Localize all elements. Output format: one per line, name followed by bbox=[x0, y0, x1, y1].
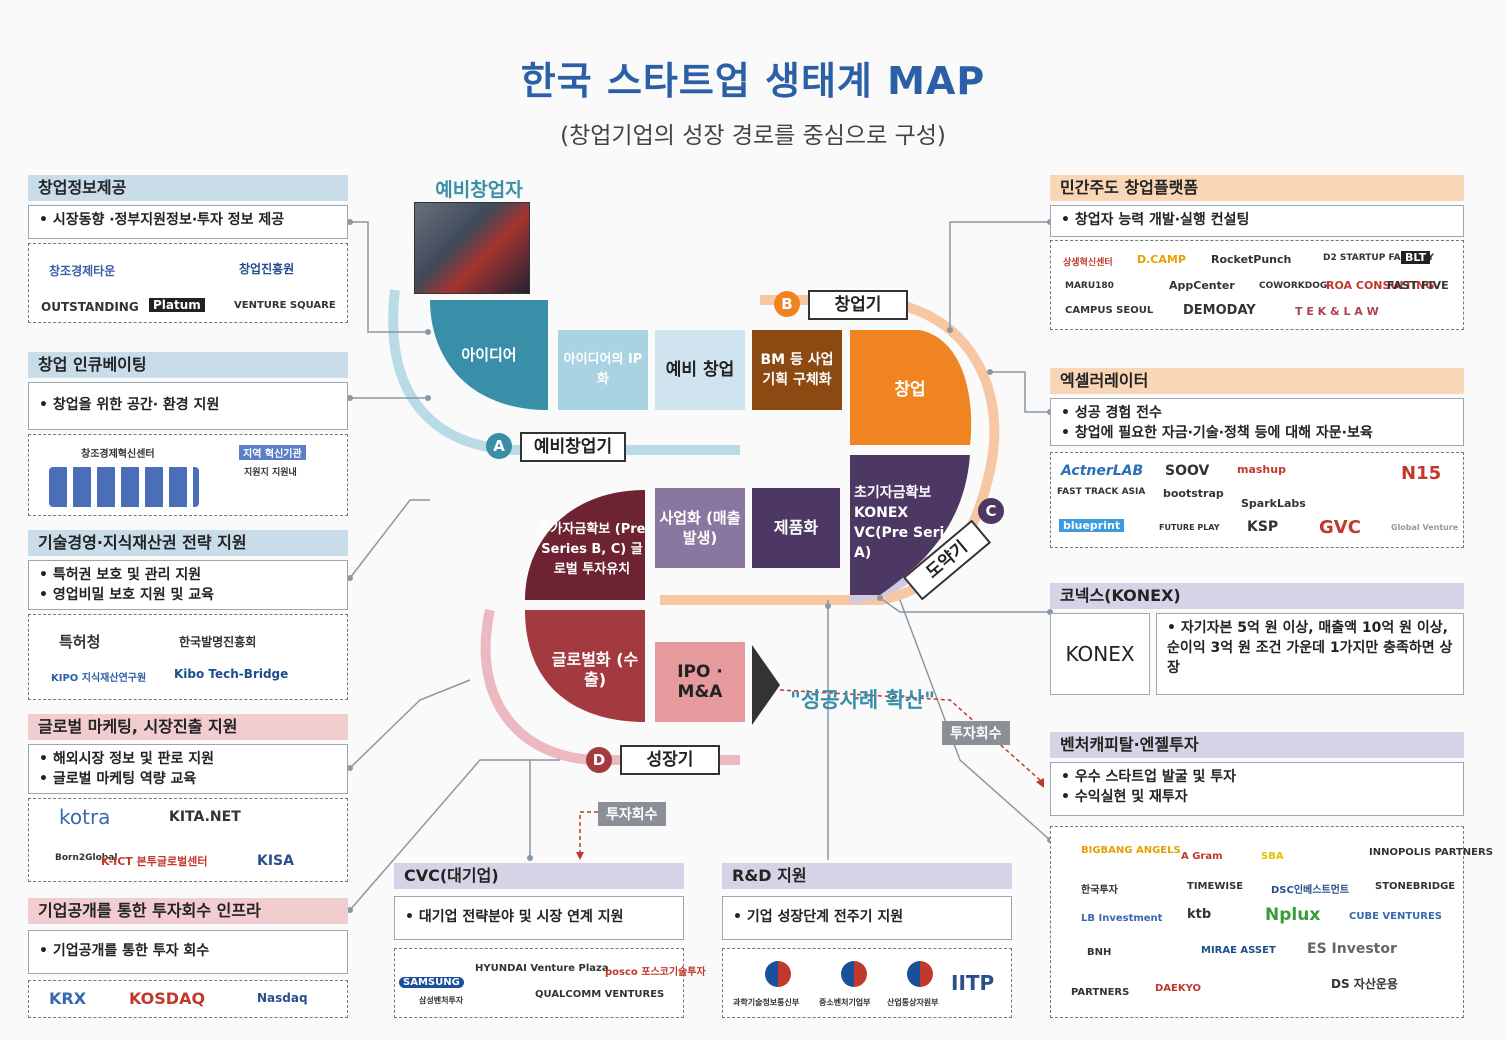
panel-rnd-head: R&D 지원 bbox=[722, 863, 1012, 889]
panel-info-body: 시장동향 ·정부지원정보·투자 정보 제공 bbox=[28, 205, 348, 239]
page-subtitle: (창업기업의 성장 경로를 중심으로 구성) bbox=[560, 123, 946, 149]
panel-ip-head: 기술경영·지식재산권 전략 지원 bbox=[28, 530, 348, 556]
panel-ip-body: 특허권 보호 및 관리 지원영업비밀 보호 지원 및 교육 bbox=[28, 560, 348, 610]
segment-commercialization: 사업화 (매출발생) bbox=[655, 488, 745, 568]
panel-vc-logos: BIGBANG ANGELS A Gram SBA INNOPOLIS PART… bbox=[1050, 826, 1493, 1018]
segment-idea-ip: 아이디어의 IP화 bbox=[558, 330, 648, 410]
panel-cvc-logos: SAMSUNG 삼성벤처투자 HYUNDAI Venture Plaza QUA… bbox=[394, 948, 706, 1018]
panel-rnd-logos: 과학기술정보통신부 중소벤처기업부 산업통상자원부 IITP bbox=[722, 948, 1012, 1018]
exit-tag-bottom: 투자회수 bbox=[598, 802, 666, 826]
page-title: 한국 스타트업 생태계 MAP bbox=[520, 59, 986, 103]
segment-additional-funding: 추가자금확보 (Pre Series B, C) 글로벌 투자유치 bbox=[538, 522, 646, 577]
stage-b-label: 창업기 bbox=[808, 290, 908, 320]
panel-platform-body: 창업자 능력 개발·실행 컨설팅 bbox=[1050, 205, 1464, 237]
stage-d-label: 성장기 bbox=[620, 745, 720, 775]
segment-seed-funding: 초기자금확보 KONEX VC(Pre Series A) bbox=[854, 485, 963, 561]
panel-platform-logos: 상생혁신센터 D.CAMP RocketPunch D2 STARTUP FAC… bbox=[1050, 240, 1464, 330]
panel-info-head: 창업정보제공 bbox=[28, 175, 348, 201]
segment-productization: 제품화 bbox=[752, 488, 840, 568]
panel-cvc-head: CVC(대기업) bbox=[394, 863, 684, 889]
segment-idea: 아이디어 bbox=[461, 346, 517, 364]
pre-founder-photo bbox=[414, 202, 530, 294]
stage-a-label: 예비창업기 bbox=[520, 432, 626, 462]
panel-global-head: 글로벌 마케팅, 시장진출 지원 bbox=[28, 714, 348, 740]
segment-startup: 창업 bbox=[894, 380, 926, 400]
panel-global-logos: kotra KITA.NET Born2Global K-ICT 본투글로벌센터… bbox=[28, 798, 348, 882]
panel-cvc-body: 대기업 전략분야 및 시장 연계 지원 bbox=[394, 896, 684, 940]
pre-founder-label: 예비창업자 bbox=[435, 179, 523, 201]
panel-incubating-body: 창업을 위한 공간· 환경 지원 bbox=[28, 382, 348, 430]
exit-tag-right: 투자회수 bbox=[942, 721, 1010, 745]
panel-rnd-body: 기업 성장단계 전주기 지원 bbox=[722, 896, 1012, 940]
panel-konex-label: KONEX bbox=[1050, 613, 1150, 695]
panel-ip-logos: 특허청 한국발명진흥회 KIPO 지식재산연구원 Kibo Tech-Bridg… bbox=[28, 614, 348, 700]
panel-global-body: 해외시장 정보 및 판로 지원글로벌 마케팅 역량 교육 bbox=[28, 744, 348, 794]
panel-incubating-head: 창업 인큐베이팅 bbox=[28, 352, 348, 378]
panel-accelerator-logos: ActnerLAB SOOV mashup N15 FAST TRACK ASI… bbox=[1050, 452, 1464, 548]
panel-vc-head: 벤처캐피탈·엔젤투자 bbox=[1050, 732, 1464, 758]
segment-bm-planning: BM 등 사업기획 구체화 bbox=[752, 330, 842, 410]
panel-platform-head: 민간주도 창업플랫폼 bbox=[1050, 175, 1464, 201]
panel-vc-body: 우수 스타트업 발굴 및 투자수익실현 및 재투자 bbox=[1050, 762, 1464, 816]
stage-a-marker: A bbox=[486, 433, 512, 459]
segment-pre-startup: 예비 창업 bbox=[655, 330, 745, 410]
panel-ipo-logos: KRX KOSDAQ Nasdaq bbox=[28, 980, 348, 1018]
segment-ipo-ma: IPO · M&A bbox=[655, 642, 745, 722]
segment-globalization: 글로벌화 (수출) bbox=[551, 650, 639, 689]
stage-d-marker: D bbox=[586, 747, 612, 773]
panel-konex-head: 코넥스(KONEX) bbox=[1050, 583, 1464, 609]
panel-konex-body: 자기자본 5억 원 이상, 매출액 10억 원 이상, 순이익 3억 원 조건 … bbox=[1156, 613, 1464, 695]
success-spread-label: "성공사례 확산" bbox=[790, 688, 936, 712]
panel-accelerator-head: 엑셀러레이터 bbox=[1050, 368, 1464, 394]
panel-info-logos: 창조경제타운 창업진흥원 OUTSTANDING Platum VENTURE … bbox=[28, 243, 348, 323]
stage-b-marker: B bbox=[774, 291, 800, 317]
panel-ipo-head: 기업공개를 통한 투자회수 인프라 bbox=[28, 898, 348, 924]
panel-ipo-body: 기업공개를 통한 투자 회수 bbox=[28, 930, 348, 974]
panel-incubating-logos: 창조경제혁신센터 지역 혁신기관 지원지 지원내 bbox=[28, 434, 348, 516]
panel-accelerator-body: 성공 경험 전수창업에 필요한 자금·기술·정책 등에 대해 자문·보육 bbox=[1050, 398, 1464, 446]
stage-c-marker: C bbox=[978, 498, 1004, 524]
